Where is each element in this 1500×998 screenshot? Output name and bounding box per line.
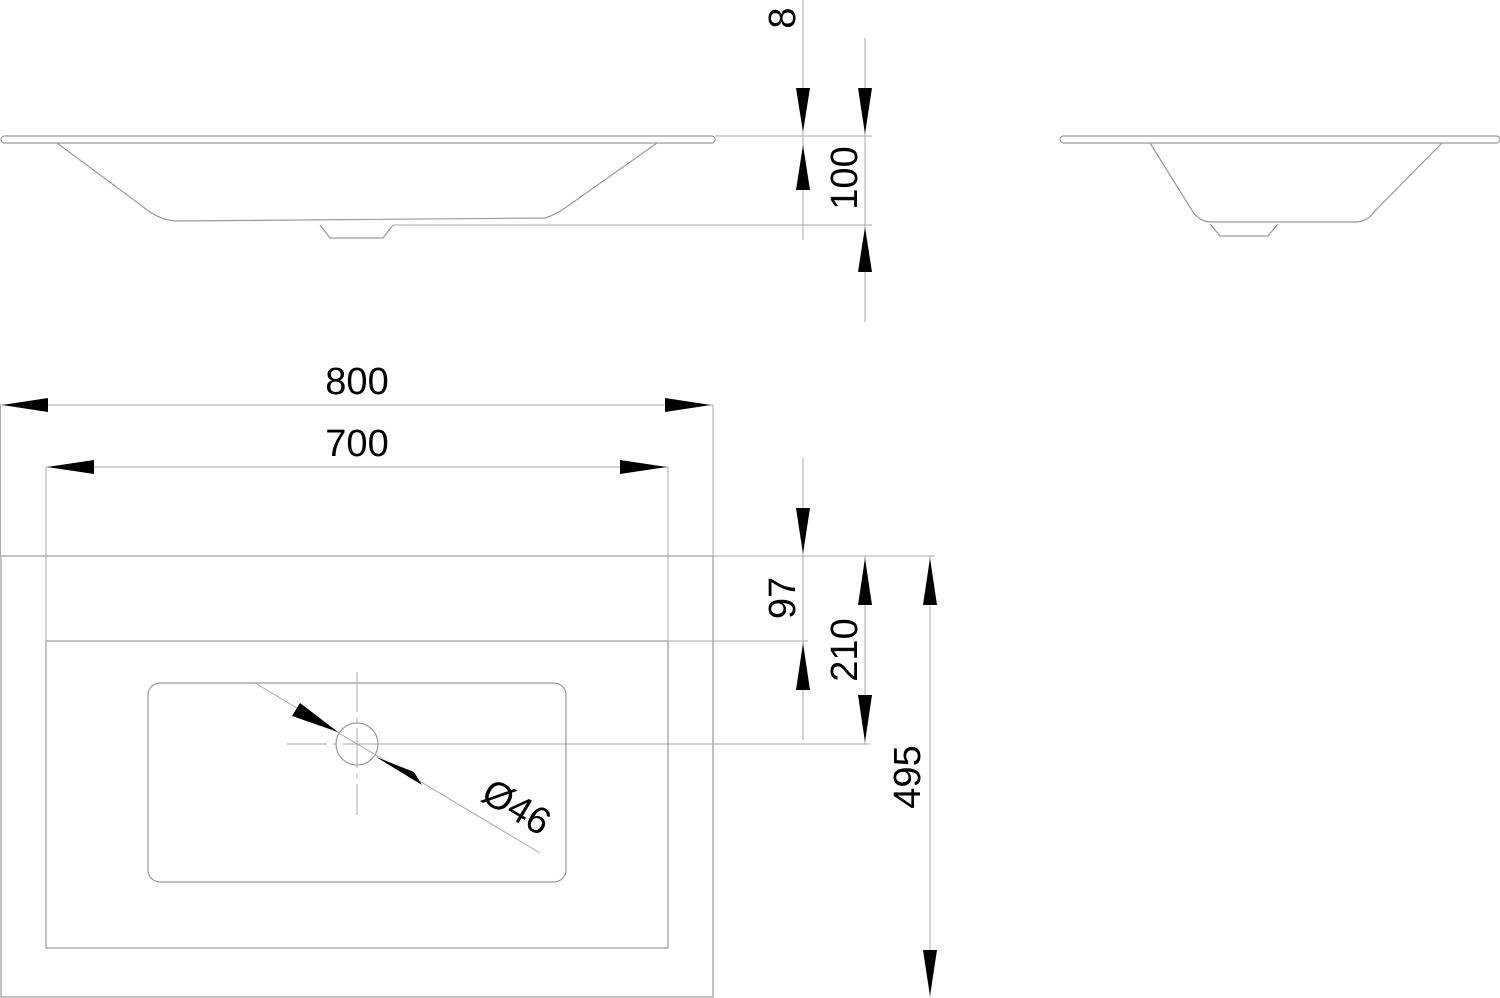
arrow-icon: [796, 88, 810, 132]
arrow-icon: [923, 558, 937, 605]
drain-profile: [319, 224, 394, 239]
arrow-icon: [620, 460, 667, 474]
arrow-icon: [2, 398, 48, 412]
arrow-icon: [796, 508, 810, 554]
front-view: 8 100: [0, 0, 872, 322]
outer-outline: [0, 555, 714, 998]
inner-outline: [45, 640, 669, 949]
arrow-icon: [858, 558, 872, 605]
dim-overall-depth: 495: [887, 745, 929, 808]
dim-front-to-inner: 97: [762, 577, 804, 619]
arrow-icon: [665, 398, 711, 412]
dim-basin-depth: 100: [824, 146, 866, 209]
arrow-icon: [292, 703, 338, 732]
plan-view: Ø46 800 700 97 210 495: [0, 361, 937, 998]
countertop-profile: [1059, 135, 1500, 144]
arrow-icon: [796, 643, 810, 690]
dim-front-to-drain: 210: [824, 618, 866, 681]
arrow-icon: [796, 145, 810, 190]
basin-profile: [1149, 142, 1443, 223]
drain-profile: [1209, 223, 1279, 237]
arrow-icon: [858, 88, 872, 134]
arrow-icon: [47, 460, 94, 474]
dim-drain-diameter: Ø46: [475, 771, 558, 844]
countertop-profile: [0, 135, 716, 144]
arrow-icon: [858, 227, 872, 272]
dim-overall-width: 800: [325, 361, 388, 403]
dim-inner-width: 700: [325, 423, 388, 465]
basin-profile: [56, 142, 658, 222]
arrow-icon: [376, 757, 422, 785]
side-view: [1059, 135, 1500, 237]
dim-lip-thickness: 8: [762, 7, 804, 28]
arrow-icon: [923, 950, 937, 996]
arrow-icon: [858, 695, 872, 742]
